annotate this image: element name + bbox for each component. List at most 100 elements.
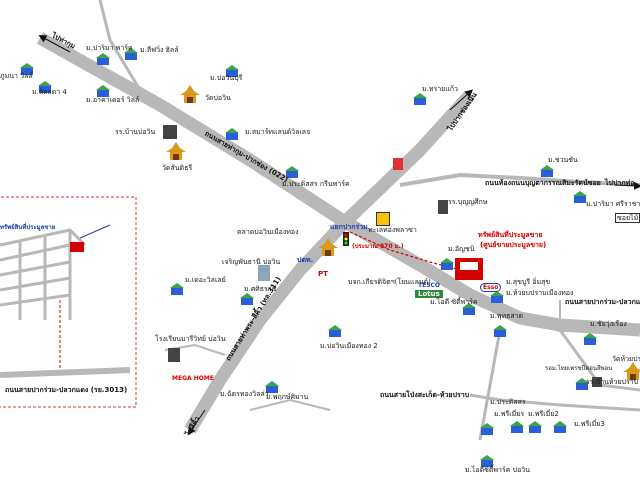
tesco-logo: TESCO xyxy=(418,282,441,289)
place-label: รร.บ้านบ่อวิน xyxy=(115,128,156,136)
building-icon-school-2 xyxy=(438,200,448,214)
house-icon xyxy=(20,60,34,75)
house-icon xyxy=(240,290,254,305)
distance-label: (ประมาณ 870 ม.) xyxy=(352,243,404,250)
house-icon xyxy=(328,322,342,337)
place-label: โรงเรียนมารีวิทย์ บ่อวิน xyxy=(155,335,226,343)
house-icon xyxy=(480,452,494,467)
place-label: ซอยไม้ xyxy=(615,213,640,223)
place-label: ม.ศศิธราช xyxy=(244,285,277,293)
place-label: ม.ชวนชัน xyxy=(548,156,578,164)
inset-site-title: ทรัพย์สินที่ประมูลขาย xyxy=(0,224,56,231)
house-icon xyxy=(124,45,138,60)
place-label: ม.ไอดี ซิตี้พาร์ค xyxy=(430,298,478,306)
road-label-pakchong: ถนนสายปากร่วม-ปลวกแดง xyxy=(565,298,640,306)
place-label: ตลาดบ่อวินเมืองทอง xyxy=(237,228,299,236)
house-icon xyxy=(528,418,542,433)
road-small-bottom xyxy=(249,398,331,411)
place-label: วัดสันติธรี xyxy=(162,164,193,172)
house-icon xyxy=(573,188,587,203)
place-label: วัดบ่อวิน xyxy=(205,94,231,102)
building-icon-school-1 xyxy=(163,125,177,139)
arrow-top-left xyxy=(38,35,71,53)
house-icon xyxy=(265,378,279,393)
place-label: ม.เดอะวิลเลย์ xyxy=(185,276,226,284)
building-icon-left xyxy=(168,348,180,362)
road-label-right-arrow: ไปปากท่อ xyxy=(605,179,635,187)
place-label: ม.ลีฟวิ่ง ฮิลล์ xyxy=(140,46,179,54)
plaza-icon xyxy=(376,212,390,226)
house-icon xyxy=(490,288,504,303)
traffic-light-icon xyxy=(343,232,349,246)
house-icon xyxy=(540,162,554,177)
pt-logo: PT xyxy=(318,270,328,278)
place-label: รอม.ไทยเพรชปีคอนสีพอน xyxy=(545,365,613,372)
place-label: ม.อัญชนิ xyxy=(448,245,475,253)
house-icon xyxy=(285,163,299,178)
arrow-right xyxy=(614,181,640,190)
ptt-logo: ปตท. xyxy=(297,256,314,264)
inset-map xyxy=(0,196,137,408)
road-label-inset: ถนนสายปากร่วม-ปลวกแดง (รย.3013) xyxy=(5,386,128,394)
place-label: รร.บุญญศึกษ xyxy=(448,198,488,206)
temple-icon xyxy=(623,362,640,380)
lotus-logo: Lotus xyxy=(415,290,443,298)
road-label-right: ถนนท้องถนนบุญตากรรณสิมะรัตน์ซอย xyxy=(485,179,601,187)
place-label: ม.บ่อวินเมืองทอง 2 xyxy=(320,342,378,350)
esso-logo: Esso xyxy=(480,283,502,292)
place-label: ม.ประดิสสร กรีนพาร์ค xyxy=(282,180,350,188)
temple-icon xyxy=(318,238,338,256)
house-icon xyxy=(493,322,507,337)
house-icon xyxy=(225,62,239,77)
place-label: ม.พุทธสาด xyxy=(490,312,524,320)
place-label: ม.ปาริมา ศรีราชา xyxy=(586,200,640,208)
hospital-icon xyxy=(393,158,403,170)
place-label: ม.บ่อวินบุรี xyxy=(210,74,243,82)
place-label: ม.สมาร์ทแลนด์วิลเลจ xyxy=(245,128,311,136)
house-icon xyxy=(510,418,524,433)
road-label-pongsakek: ถนนสายโป่งสะเก็ต-ห้วยปราบ xyxy=(380,391,470,399)
place-label: ทะเลทองพลาซ่า xyxy=(368,226,417,234)
house-icon xyxy=(440,255,454,270)
temple-icon xyxy=(180,85,200,103)
house-icon xyxy=(413,90,427,105)
place-label: ม.อาคาเดอร์ วิลล์ xyxy=(86,96,140,104)
place-label: ม.ชัยวุ่งเรือง xyxy=(590,320,627,328)
place-label: รร.บ้านห้วยปราบ xyxy=(586,378,639,386)
place-label: ม.ปาริมา พาร์ค xyxy=(86,44,133,52)
road-right-lower xyxy=(519,318,640,334)
house-icon xyxy=(462,300,476,315)
place-label: บจก.เกียรติจิตฯ(โยนแลนด์) xyxy=(348,278,431,286)
road-top-branch xyxy=(98,0,142,91)
place-label: วัดห้วยปราบ xyxy=(612,355,640,363)
house-icon xyxy=(96,82,110,97)
site-marker xyxy=(455,258,483,280)
place-label-intersection: แยกปากร่วม xyxy=(330,223,368,231)
house-icon xyxy=(575,375,589,390)
road-311 xyxy=(184,90,475,434)
place-label: ม.พรีเมี่ยร xyxy=(494,410,525,418)
house-icon xyxy=(583,330,597,345)
arrow-bottom xyxy=(187,409,206,436)
building-icon-right xyxy=(592,377,602,387)
site-title: ทรัพย์สินที่ประมูลขาย xyxy=(478,231,543,239)
road-south-vertical xyxy=(478,329,502,441)
site-subtitle: (ศูนย์ขายประมูลขาย) xyxy=(480,241,547,249)
place-label: ม.พรีเมี่ย3 xyxy=(574,420,605,428)
place-label: เจริญพันธานี บ่อวิน xyxy=(222,258,281,266)
arrow-top-right xyxy=(449,89,473,111)
road-pongsakek xyxy=(469,393,640,412)
house-icon xyxy=(553,418,567,433)
place-label: ภูมนา วิลล์ xyxy=(0,72,33,80)
place-label: ม.พรีเมี่ย2 xyxy=(528,410,559,418)
mega-home-logo: MEGA HOME xyxy=(172,375,214,382)
house-icon xyxy=(96,50,110,65)
place-label: ม.ทรายแก้ว xyxy=(422,85,458,93)
house-icon xyxy=(170,280,184,295)
place-label: ม.ฉัตรทองวิลล่า xyxy=(220,390,269,398)
place-label: ม.ลิลลดา 4 xyxy=(32,88,67,96)
road-main-diagonal xyxy=(36,32,640,337)
road-right-upper xyxy=(399,172,640,187)
